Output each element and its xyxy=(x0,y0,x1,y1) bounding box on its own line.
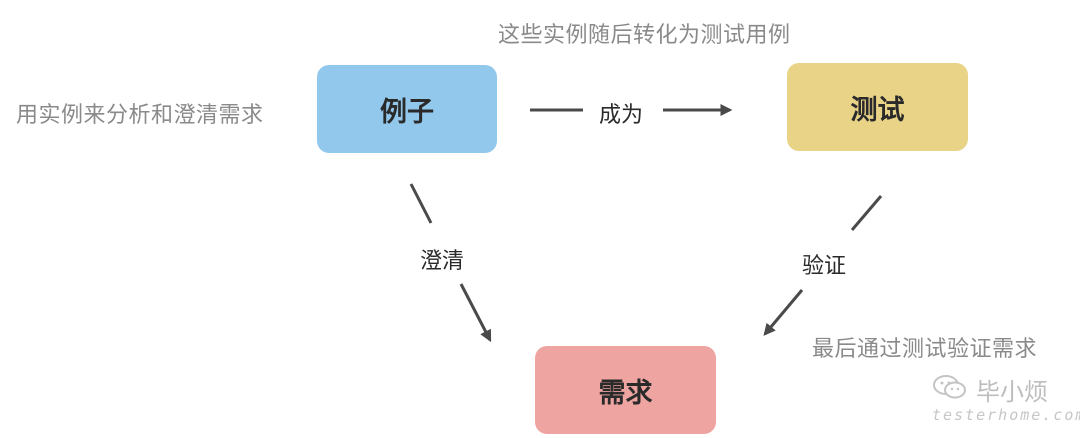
arrow-clarify-bottom-segment xyxy=(459,283,492,343)
caption-left: 用实例来分析和澄清需求 xyxy=(16,103,264,128)
arrow-clarify-top-segment xyxy=(409,183,433,224)
node-example-label: 例子 xyxy=(380,96,434,128)
node-requirement: 需求 xyxy=(535,346,716,434)
watermark-name: 毕小烦 xyxy=(976,378,1048,406)
node-test-label: 测试 xyxy=(850,94,905,126)
watermark-domain: testerhome.com xyxy=(932,406,1080,424)
node-requirement-label: 需求 xyxy=(598,377,653,409)
node-example: 例子 xyxy=(317,65,497,153)
caption-top: 这些实例随后转化为测试用例 xyxy=(498,23,791,48)
node-test: 测试 xyxy=(787,63,968,151)
wechat-icon xyxy=(933,375,966,399)
arrow-verify-top-segment xyxy=(850,195,883,231)
edge-label-verify: 验证 xyxy=(802,254,847,279)
arrow-verify-bottom-segment xyxy=(763,289,804,336)
edge-label-clarify: 澄清 xyxy=(420,249,465,274)
edge-label-becomes: 成为 xyxy=(599,103,644,128)
watermark: 毕小烦 testerhome.com xyxy=(932,372,1080,432)
caption-bottom-right: 最后通过测试验证需求 xyxy=(812,337,1038,362)
